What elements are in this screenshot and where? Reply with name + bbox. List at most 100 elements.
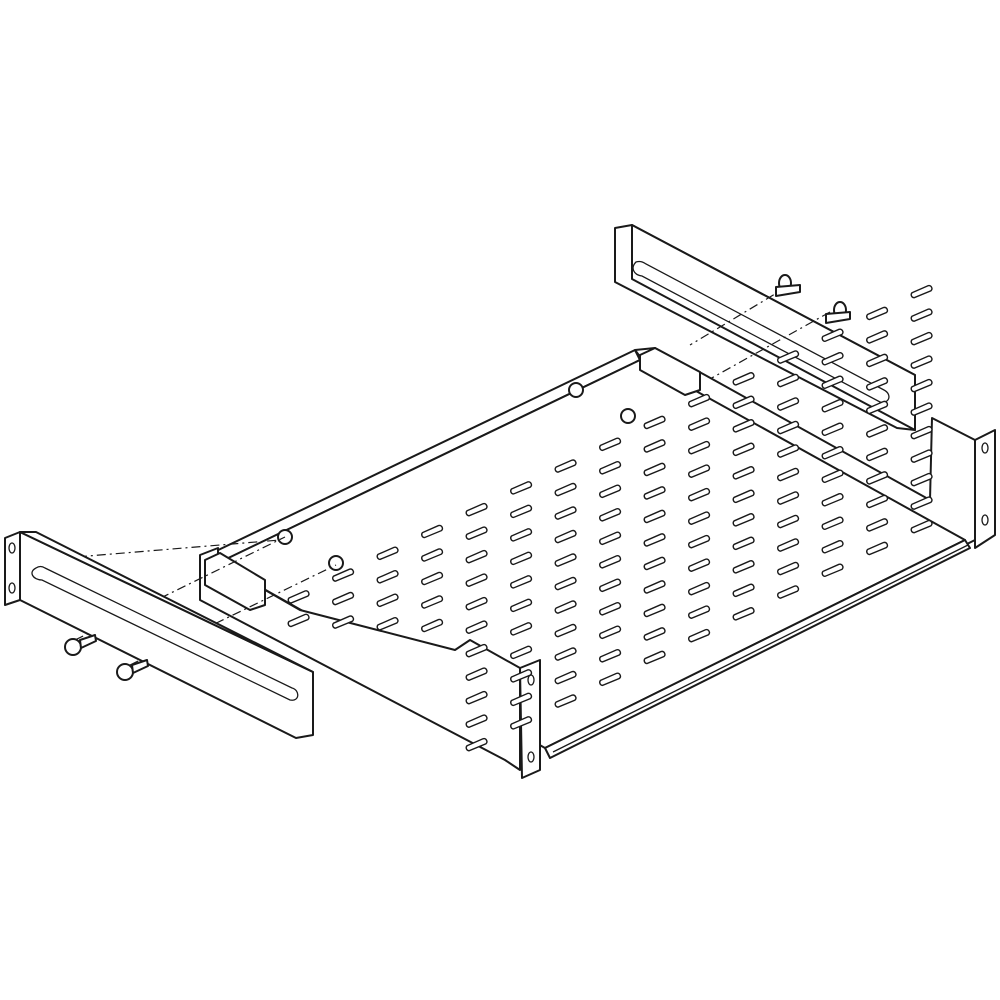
- vent-slot: [688, 605, 711, 619]
- vent-slot: [688, 487, 711, 502]
- vent-slot: [866, 541, 889, 556]
- vent-slot: [732, 395, 755, 410]
- vent-slot: [643, 439, 666, 453]
- vent-slot: [465, 690, 488, 705]
- vent-slot: [599, 602, 622, 616]
- screw-left-2: [116, 659, 149, 681]
- vent-slot: [554, 506, 577, 520]
- shelf: [199, 284, 996, 779]
- vent-slot: [465, 526, 488, 540]
- vent-slot: [465, 549, 488, 564]
- vent-slot: [643, 650, 666, 665]
- vent-slot: [910, 519, 933, 534]
- vent-slot: [688, 393, 711, 408]
- vent-slot: [777, 467, 800, 482]
- vent-slot: [643, 556, 666, 571]
- vent-slot: [465, 502, 488, 517]
- vent-slot: [910, 472, 933, 487]
- vent-slot: [821, 446, 844, 460]
- vent-slot: [821, 493, 844, 507]
- vent-slot: [643, 603, 666, 618]
- vent-slot: [554, 576, 577, 591]
- vent-slot: [866, 494, 889, 509]
- vent-slot: [732, 466, 755, 480]
- vent-slot: [910, 496, 933, 510]
- vent-slot: [777, 373, 800, 388]
- vent-slot: [510, 551, 533, 566]
- screw-right-1: [689, 274, 801, 346]
- vent-slot: [421, 524, 444, 539]
- vent-slot: [732, 442, 755, 457]
- vent-slot: [910, 402, 933, 416]
- vent-slot: [821, 399, 844, 413]
- vent-slot: [376, 593, 399, 608]
- vent-slot: [866, 330, 889, 344]
- vent-slot: [910, 308, 933, 322]
- vent-slot: [777, 350, 800, 364]
- vent-slot: [777, 561, 800, 576]
- vent-slot: [732, 489, 755, 504]
- vent-slot: [510, 669, 533, 683]
- vent-slot: [554, 670, 577, 685]
- vent-slot: [599, 437, 622, 452]
- vent-slot: [554, 694, 577, 708]
- vent-slot: [554, 459, 577, 473]
- vent-slot: [866, 471, 889, 485]
- vent-slot: [688, 464, 711, 478]
- vent-slot: [732, 372, 755, 386]
- vent-slot: [910, 355, 933, 369]
- vent-slot: [376, 546, 399, 561]
- vent-slot: [732, 536, 755, 551]
- vent-slot: [599, 461, 622, 475]
- vent-slot: [866, 518, 889, 532]
- vent-slot: [688, 440, 711, 455]
- vent-slot: [599, 484, 622, 499]
- vent-slot: [643, 415, 666, 430]
- vent-slot: [910, 378, 933, 393]
- vent-slot: [688, 581, 711, 596]
- vent-slot: [732, 419, 755, 433]
- vent-slot: [287, 590, 310, 604]
- vent-slot: [510, 528, 533, 542]
- vent-slot: [821, 469, 844, 484]
- vent-slot: [465, 667, 488, 681]
- vent-slot: [376, 617, 399, 631]
- vent-slot: [332, 568, 355, 582]
- vent-slot: [866, 377, 889, 391]
- vent-slot: [554, 529, 577, 544]
- cage-nut-4: [620, 408, 636, 424]
- vent-slot: [777, 491, 800, 505]
- vent-slot: [777, 444, 800, 458]
- vent-slot: [688, 558, 711, 572]
- vent-slot: [643, 462, 666, 477]
- vent-slot: [910, 284, 933, 299]
- vent-slot: [866, 424, 889, 438]
- vent-slot: [554, 647, 577, 661]
- vent-slot: [821, 422, 844, 437]
- vent-slot: [732, 513, 755, 527]
- vent-slot: [910, 449, 933, 463]
- vent-slot: [510, 504, 533, 519]
- vent-slot: [777, 538, 800, 552]
- vent-slot: [688, 628, 711, 643]
- vent-slot: [421, 571, 444, 586]
- cage-nut-2: [328, 555, 344, 571]
- vent-slot: [332, 591, 355, 606]
- vent-slot: [732, 607, 755, 621]
- vent-slot: [821, 328, 844, 343]
- vent-slot: [599, 508, 622, 522]
- vent-slot: [910, 331, 933, 346]
- vent-slot: [643, 486, 666, 500]
- vent-slot: [821, 540, 844, 554]
- vent-slot: [821, 563, 844, 578]
- vent-slot: [554, 482, 577, 497]
- vent-slot: [732, 560, 755, 574]
- vent-slot: [821, 375, 844, 390]
- left-rail-bracket: [4, 531, 337, 739]
- vent-slot: [643, 509, 666, 524]
- vent-slot: [643, 533, 666, 547]
- vent-slot: [465, 643, 488, 658]
- vent-slot: [688, 417, 711, 431]
- vent-slot: [688, 511, 711, 525]
